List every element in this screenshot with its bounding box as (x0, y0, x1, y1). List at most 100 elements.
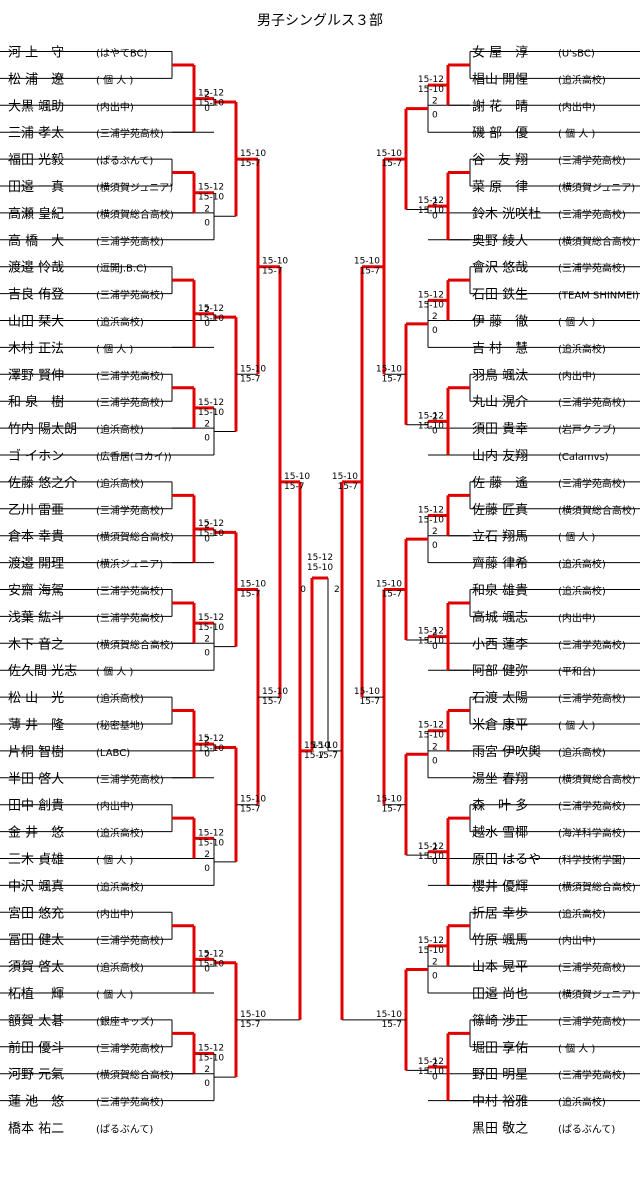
set-score: 15-10 (376, 149, 402, 159)
set-score: 15-10 (418, 731, 444, 741)
player-name: 橋本 祐二 (8, 1122, 64, 1137)
set-score: 15-10 (198, 838, 224, 848)
set-score: 15-7 (240, 159, 260, 169)
player-name: 三浦 孝太 (8, 126, 64, 141)
set-score: 15-10 (198, 99, 224, 109)
games-won: 0 (204, 750, 210, 760)
player-team: (三浦学苑高校) (96, 504, 164, 517)
player-entry: 佐藤 匠真(横須賀総合高校) (472, 503, 636, 518)
player-team: (三浦学苑高校) (96, 934, 164, 947)
player-team: (三浦学苑高校) (96, 1042, 164, 1055)
player-entry: 菜 原 律(横須賀ジュニア) (472, 180, 635, 195)
set-score: 15-10 (240, 149, 266, 159)
player-team: (逗開J.B.C) (96, 263, 147, 275)
player-name: 雨宮 伊吹輿 (472, 744, 541, 760)
games-won: 0 (204, 319, 210, 329)
player-entry: 石渡 太陽(三浦学苑高校) (472, 690, 626, 706)
player-name: 菜 原 律 (472, 180, 528, 195)
player-entry: 山内 友翔(Calamvs) (472, 448, 609, 464)
games-won: 0 (432, 1072, 438, 1082)
player-entry: 前田 優斗 (三浦学苑高校) (8, 1040, 164, 1056)
player-name: 佐藤 悠之介 (8, 476, 77, 491)
player-entry: 木村 正法 ( 個 人 ) (8, 341, 133, 356)
player-name: 竹内 陽太朗 (8, 421, 77, 437)
player-entry: 大黒 颯助(内出中) (8, 99, 134, 114)
games-won: 2 (204, 951, 210, 961)
games-won: 0 (432, 427, 438, 437)
set-score: 15-12 (198, 734, 224, 744)
player-name: 前田 優斗 (8, 1040, 64, 1056)
player-entry: 高瀬 皇紀(横須賀総合高校) (8, 206, 174, 222)
set-score: 15-10 (284, 472, 310, 482)
player-team: (追浜高校) (96, 961, 144, 974)
player-entry: 櫻井 優輝(横須賀総合高校) (472, 879, 636, 894)
player-team: (内出中) (96, 907, 134, 920)
games-won: 2 (204, 419, 210, 429)
player-entry: ゴ イホン(広香居(コカイ)) (8, 448, 172, 464)
player-team: ( 個 人 ) (96, 342, 133, 355)
player-team: (追浜高校) (558, 1096, 606, 1109)
set-score: 15-7 (262, 267, 282, 277)
player-entry: 謝 花 晴(内出中) (472, 98, 596, 114)
games-won: 0 (204, 649, 210, 659)
player-team: (U'sBC) (558, 49, 595, 60)
set-score: 15-7 (304, 751, 324, 761)
player-entry: 和泉 雄貴(追浜高校) (472, 583, 606, 599)
player-name: 澤野 賢伸 (8, 368, 64, 383)
player-entry: 金 井 悠(追浜高校) (8, 825, 144, 841)
set-score: 15-10 (418, 1067, 444, 1077)
set-score: 15-10 (418, 300, 444, 310)
player-entry: 額賀 太碁(銀座キッズ) (8, 1014, 154, 1029)
player-name: 佐藤 匠真 (472, 503, 528, 518)
player-entry: 羽鳥 颯汰(内出中) (472, 368, 596, 383)
set-score: 15-10 (240, 1010, 266, 1020)
set-score: 15-10 (198, 1054, 224, 1064)
player-name: 三木 貞雄 (8, 853, 64, 868)
player-entry: 鈴木 洸咲杜(三浦学苑高校) (472, 206, 626, 222)
player-entry: 竹原 颯馬(内出中) (472, 933, 596, 948)
player-name: ゴ イホン (8, 448, 64, 464)
player-team: (平和台) (558, 665, 596, 678)
games-won: 0 (204, 433, 210, 443)
final-score: 15-10 (307, 563, 333, 573)
player-entry: 佐藤 悠之介(追浜高校) (8, 476, 144, 491)
player-name: 河 上 守 (8, 46, 64, 61)
set-score: 15-12 (198, 183, 224, 193)
player-team: (三浦学苑高校) (96, 235, 164, 248)
player-name: 木村 正法 (8, 341, 64, 356)
set-score: 15-12 (198, 304, 224, 314)
player-entry: 三木 貞雄( 個 人 ) (8, 853, 133, 868)
player-entry: 阿部 健弥 (平和台) (472, 663, 596, 679)
games-won: 2 (432, 628, 438, 638)
player-entry: 渡邉 開理(横浜ジュニア) (8, 556, 163, 572)
player-name: 阿部 健弥 (472, 663, 528, 679)
set-score: 15-12 (418, 721, 444, 731)
set-score: 15-10 (240, 580, 266, 590)
set-score: 15-7 (382, 159, 402, 169)
set-score: 15-12 (418, 1057, 444, 1067)
player-entry: 篠崎 渉正(三浦学苑高校) (472, 1014, 626, 1029)
player-team: (追浜高校) (558, 342, 606, 355)
player-entry: 山本 晃平(三浦学苑高校) (472, 960, 626, 975)
player-team: (横須賀総合高校) (558, 235, 636, 248)
player-entry: 高 橋 大(三浦学苑高校) (8, 233, 164, 249)
player-name: 米倉 康平 (472, 717, 528, 733)
player-team: (三浦学苑高校) (96, 1096, 164, 1109)
player-name: 黒田 敬之 (472, 1121, 528, 1137)
set-score: 15-10 (418, 637, 444, 647)
player-entry: 磯 部 優( 個 人 ) (472, 126, 595, 141)
set-score: 15-10 (354, 687, 380, 697)
player-entry: 吉 村 慧(追浜高校) (472, 340, 606, 356)
player-entry: 渡邉 怜哉(逗開J.B.C) (8, 260, 147, 276)
set-score: 15-7 (382, 1020, 402, 1030)
games-won: 2 (432, 957, 438, 967)
player-entry: 橋本 祐二(ぱるぶんて) (8, 1122, 153, 1137)
player-entry: 竹内 陽太朗(追浜高校) (8, 421, 144, 437)
player-name: 中村 裕雅 (472, 1095, 528, 1110)
set-score: 15-12 (198, 613, 224, 623)
player-entry: 松 浦 遼( 個 人 ) (8, 72, 133, 87)
games-won: 2 (204, 204, 210, 214)
set-score: 15-7 (382, 805, 402, 815)
player-entry: 柘植 一輝( 個 人 ) (8, 987, 133, 1002)
player-team: (追浜高校) (558, 73, 606, 86)
